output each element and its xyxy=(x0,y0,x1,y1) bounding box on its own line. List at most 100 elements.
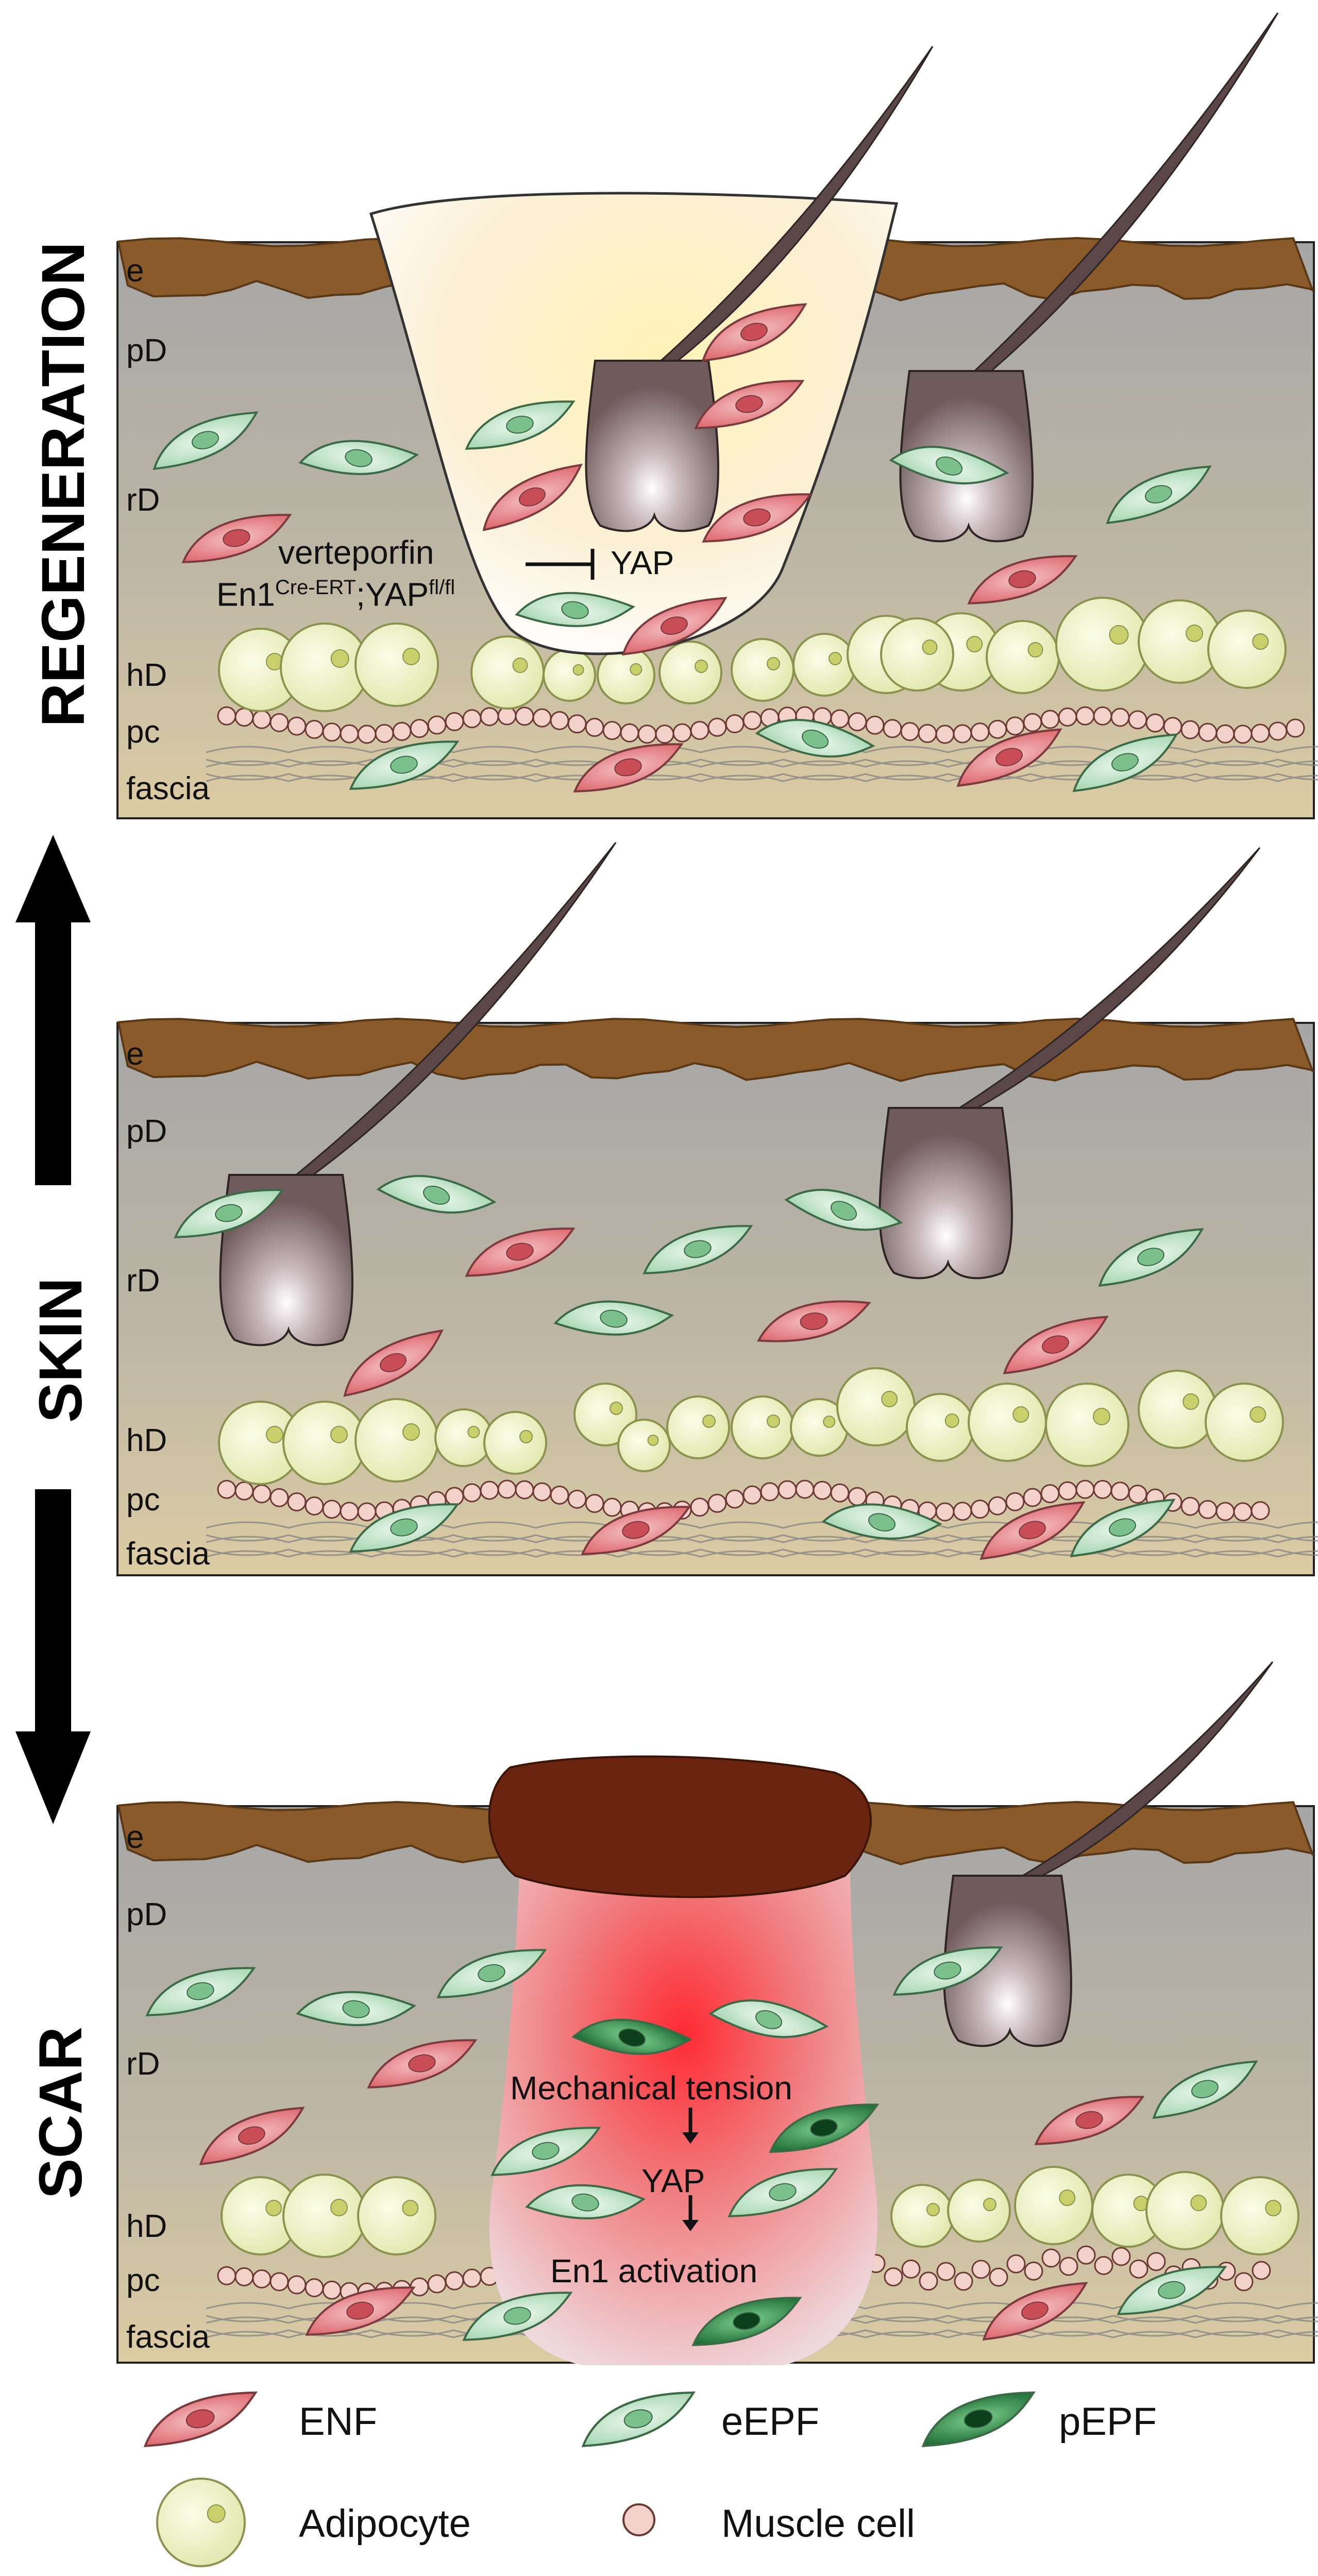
enf-nucleus xyxy=(1018,1521,1046,1540)
muscle-cell xyxy=(217,706,236,726)
adipocyte-body xyxy=(282,2174,367,2258)
hair-shaft xyxy=(961,12,1279,382)
adipocyte-nucleus xyxy=(1182,1393,1199,1410)
eepf-nucleus xyxy=(215,1204,243,1222)
layer-label-panniculus-carnosus: pc xyxy=(126,714,160,750)
muscle-cell xyxy=(1180,1496,1200,1516)
eepf-nucleus xyxy=(600,1309,628,1328)
panel-title-regeneration: REGENERATION xyxy=(29,242,97,727)
adipocyte-body xyxy=(731,1395,795,1459)
adipocyte-nucleus xyxy=(922,639,938,655)
muscle-cell xyxy=(1005,1492,1025,1511)
layer-label-fascia: fascia xyxy=(126,1536,210,1572)
arrow-to-scar-shaft xyxy=(35,1489,71,1737)
muscle-cell xyxy=(532,1482,552,1502)
hair-bulb xyxy=(878,1107,1013,1279)
adipocyte-nucleus xyxy=(702,1415,716,1428)
adipocyte-nucleus xyxy=(467,1426,480,1438)
adipocyte-nucleus xyxy=(983,2198,996,2211)
adipocyte-body xyxy=(597,646,655,704)
layer-label-papillary-dermis: pD xyxy=(126,1897,167,1932)
adipocyte-body xyxy=(1055,597,1150,692)
eepf-nucleus xyxy=(187,1982,214,2000)
muscle-cell xyxy=(462,709,482,729)
genotype-label: En1Cre-ERT;YAPfl/fl xyxy=(216,577,455,611)
adipocyte-body xyxy=(483,1411,547,1475)
adipocyte xyxy=(947,2179,1011,2243)
panel-title-scar: SCAR xyxy=(27,2026,95,2199)
muscle-cell xyxy=(269,1488,289,1507)
adipocyte xyxy=(282,1401,367,1485)
muscle-cell xyxy=(970,722,990,742)
muscle-cell xyxy=(252,2269,272,2288)
muscle-cell xyxy=(1252,2261,1271,2280)
enf-cell xyxy=(757,1300,871,1342)
muscle-cell xyxy=(340,724,359,744)
muscle-cell xyxy=(1251,723,1270,743)
pepf-cell xyxy=(921,2391,1036,2447)
inhibition-target-label: YAP xyxy=(611,544,674,581)
muscle-cell xyxy=(954,2271,973,2291)
adipocyte xyxy=(218,628,302,712)
transition-arrows xyxy=(15,835,91,1824)
adipocyte-body xyxy=(156,2478,246,2567)
adipocyte-body xyxy=(836,1367,916,1446)
adipocyte-body xyxy=(354,1398,439,1483)
epidermis-layer xyxy=(117,1017,1314,1082)
adipocyte xyxy=(434,1408,493,1467)
adipocyte-body xyxy=(906,1393,975,1462)
muscle-cell xyxy=(1215,1502,1235,1521)
layer-label-reticular-dermis: rD xyxy=(126,482,160,518)
muscle-cell xyxy=(602,721,622,740)
adipocyte-nucleus xyxy=(966,636,983,652)
enf-nucleus xyxy=(1008,570,1036,588)
legend-label-eepf: eEPF xyxy=(721,2400,820,2444)
muscle-cell xyxy=(1093,706,1112,726)
muscle-cell xyxy=(1093,1480,1112,1500)
muscle-cell xyxy=(375,723,394,743)
enf-cell xyxy=(979,1501,1086,1560)
pathway-step-yap: YAP xyxy=(641,2162,705,2199)
eepf-nucleus xyxy=(1111,753,1139,772)
pepf-nucleus xyxy=(810,2118,838,2137)
muscle-cell xyxy=(725,1489,745,1509)
layer-label-hypodermis: hD xyxy=(126,1423,167,1458)
muscle-cell xyxy=(427,2274,447,2294)
adipocyte-nucleus xyxy=(1012,1406,1029,1423)
pathway-step-mechanical-tension: Mechanical tension xyxy=(510,2069,792,2107)
adipocyte xyxy=(1045,1383,1129,1467)
genotype-base: En1 xyxy=(216,576,275,613)
muscle-cell xyxy=(269,2272,289,2292)
muscle-cell xyxy=(1128,1485,1147,1504)
muscle-cell xyxy=(287,1492,307,1512)
adipocyte xyxy=(1014,2166,1093,2245)
layer-label-papillary-dermis: pD xyxy=(126,333,167,368)
fascia-fiber xyxy=(206,746,1318,753)
enf-nucleus xyxy=(346,2301,374,2320)
muscle-cell xyxy=(1215,724,1235,744)
muscle-cell xyxy=(690,1497,709,1517)
enf-cell xyxy=(367,2039,478,2089)
muscle-cell xyxy=(287,2275,307,2295)
muscle-cell xyxy=(1286,718,1305,738)
adipocyte-nucleus xyxy=(402,648,420,665)
adipocyte xyxy=(282,2174,367,2258)
eepf-cell xyxy=(465,400,576,450)
layer-label-reticular-dermis: rD xyxy=(126,2046,160,2082)
pathway-arrow-head xyxy=(682,2220,699,2231)
adipocyte xyxy=(573,1383,637,1446)
muscle-cell xyxy=(918,723,937,743)
muscle-cell xyxy=(269,713,289,732)
muscle-cell xyxy=(1198,1500,1218,1519)
muscle-cell xyxy=(884,2267,903,2286)
muscle-cell xyxy=(1059,2257,1078,2276)
eepf-cell xyxy=(1106,465,1212,525)
adipocyte xyxy=(543,648,596,702)
muscle-cell xyxy=(1041,2248,1061,2268)
muscle-cell xyxy=(1023,1488,1042,1507)
pepf-cell xyxy=(691,2297,802,2346)
eepf-nucleus xyxy=(936,456,963,476)
eepf-cell xyxy=(436,1949,547,1998)
adipocyte-body xyxy=(658,641,722,704)
